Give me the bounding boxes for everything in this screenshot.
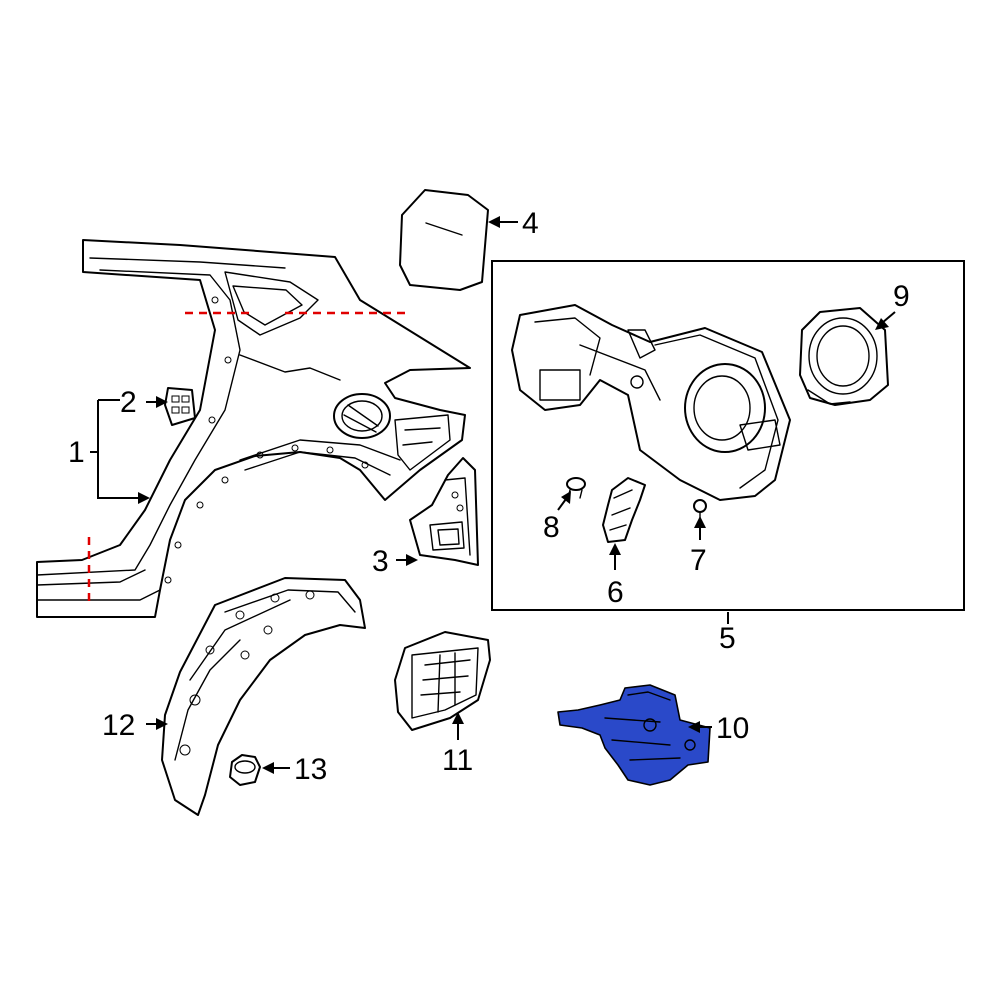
part-2-bracket[interactable] bbox=[164, 387, 196, 426]
callout-labels: 1 2 3 4 5 6 7 8 9 10 11 12 13 bbox=[68, 207, 910, 786]
leader-lines bbox=[90, 216, 896, 774]
part-1-quarter-panel[interactable] bbox=[36, 239, 471, 618]
callout-13: 13 bbox=[294, 753, 327, 786]
callout-7: 7 bbox=[690, 544, 707, 577]
part-6-clip[interactable] bbox=[602, 477, 646, 543]
part-5-group-box bbox=[491, 260, 965, 611]
callout-5: 5 bbox=[719, 622, 736, 655]
part-5-fuel-filler-housing[interactable] bbox=[511, 304, 791, 501]
callout-1: 1 bbox=[68, 436, 85, 469]
callout-11: 11 bbox=[442, 744, 473, 777]
callout-9: 9 bbox=[893, 280, 910, 313]
callout-4: 4 bbox=[522, 207, 539, 240]
part-4-fuel-door[interactable] bbox=[399, 189, 489, 291]
callout-12: 12 bbox=[102, 709, 135, 742]
callout-8: 8 bbox=[543, 511, 560, 544]
callout-2: 2 bbox=[120, 386, 137, 419]
callout-6: 6 bbox=[607, 576, 624, 609]
callout-10: 10 bbox=[716, 712, 749, 745]
part-10-actuator[interactable] bbox=[557, 684, 711, 786]
part-9-filler-ring[interactable] bbox=[799, 307, 889, 406]
part-8-screw[interactable] bbox=[566, 477, 586, 499]
part-12-wheelhouse-liner[interactable] bbox=[161, 577, 366, 816]
callout-3: 3 bbox=[372, 545, 389, 578]
part-11-inner-housing[interactable] bbox=[394, 631, 491, 731]
part-13-nut[interactable] bbox=[229, 754, 261, 786]
part-3-reinforcement[interactable] bbox=[409, 457, 479, 566]
